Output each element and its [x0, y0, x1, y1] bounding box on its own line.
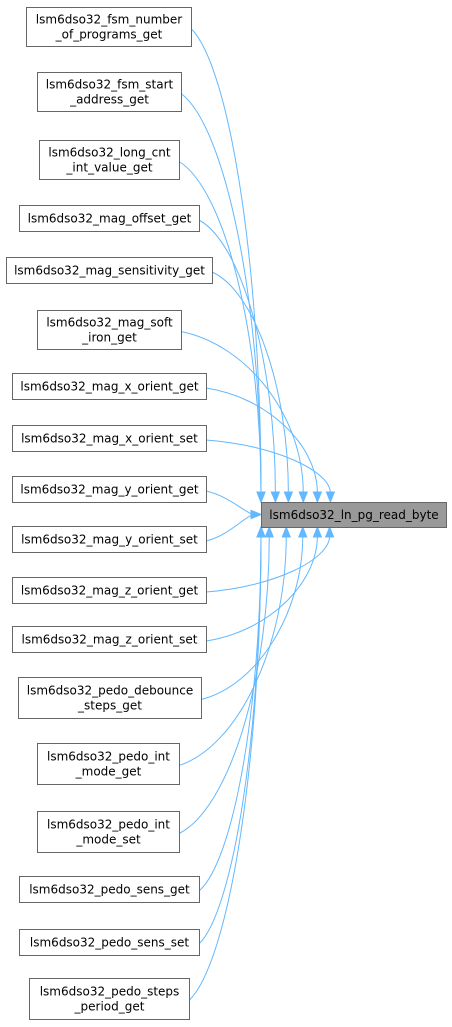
node-box	[261, 502, 447, 528]
node-box	[29, 978, 190, 1020]
node-label: _int_value_get	[65, 161, 152, 175]
node-box	[18, 677, 202, 719]
arrowhead	[283, 491, 294, 504]
arrowhead	[312, 491, 323, 504]
node-label: _mode_set	[75, 833, 141, 847]
node-box	[6, 257, 213, 284]
caller-node-mag-z-orient-set[interactable]: lsm6dso32_mag_z_orient_set	[12, 626, 207, 653]
caller-node-pedo-debounce-steps-get[interactable]: lsm6dso32_pedo_debounce_steps_get	[18, 677, 202, 719]
caller-node-pedo-int-mode-set[interactable]: lsm6dso32_pedo_int_mode_set	[37, 811, 180, 853]
node-label: lsm6dso32_mag_z_orient_get	[21, 584, 199, 598]
arrowhead	[250, 509, 263, 520]
arrowhead	[325, 491, 336, 504]
call-edge	[178, 535, 270, 834]
node-label: _address_get	[69, 93, 149, 107]
node-box	[19, 929, 200, 956]
node-label: lsm6dso32_mag_y_orient_set	[21, 533, 198, 547]
node-label: lsm6dso32_ln_pg_read_byte	[269, 508, 438, 522]
call-edge	[205, 535, 331, 593]
call-edge	[180, 331, 304, 494]
node-box	[19, 876, 200, 903]
caller-node-pedo-steps-period-get[interactable]: lsm6dso32_pedo_steps_period_get	[29, 978, 190, 1020]
node-box	[39, 140, 180, 180]
caller-node-mag-y-orient-get[interactable]: lsm6dso32_mag_y_orient_get	[12, 476, 207, 503]
caller-node-mag-x-orient-get[interactable]: lsm6dso32_mag_x_orient_get	[12, 373, 207, 400]
caller-node-mag-sensitivity-get[interactable]: lsm6dso32_mag_sensitivity_get	[6, 257, 213, 284]
caller-node-long-cnt-int-value-get[interactable]: lsm6dso32_long_cnt_int_value_get	[39, 140, 180, 180]
arrowhead	[281, 525, 291, 538]
node-box	[12, 373, 207, 400]
node-label: _period_get	[74, 1000, 145, 1014]
node-box	[12, 526, 207, 553]
arrowhead	[324, 525, 335, 538]
node-label: lsm6dso32_pedo_steps	[40, 985, 180, 999]
caller-node-pedo-sens-set[interactable]: lsm6dso32_pedo_sens_set	[19, 929, 200, 956]
caller-node-pedo-sens-get[interactable]: lsm6dso32_pedo_sens_get	[19, 876, 200, 903]
call-edge	[200, 535, 304, 700]
arrowhead	[270, 491, 281, 504]
call-edge	[190, 28, 262, 494]
arrowhead	[256, 491, 266, 504]
call-edge	[198, 219, 276, 494]
arrowhead	[264, 525, 274, 538]
node-label: lsm6dso32_mag_x_orient_set	[21, 432, 198, 446]
node-label: _iron_get	[81, 331, 137, 345]
node-label: _steps_get	[77, 699, 142, 713]
node-box	[12, 425, 207, 452]
node-box	[19, 205, 200, 232]
call-edge	[205, 514, 254, 542]
caller-node-fsm-number-of-programs-get[interactable]: lsm6dso32_fsm_number_of_programs_get	[26, 7, 192, 47]
call-edge	[205, 490, 254, 515]
caller-node-mag-soft-iron-get[interactable]: lsm6dso32_mag_soft_iron_get	[37, 310, 182, 350]
node-label: _mode_get	[75, 765, 142, 779]
node-label: lsm6dso32_pedo_sens_set	[30, 936, 189, 950]
node-label: lsm6dso32_mag_y_orient_get	[20, 483, 198, 497]
call-edge	[180, 93, 262, 494]
arrowhead	[256, 525, 266, 538]
node-box	[26, 7, 192, 47]
node-box	[12, 577, 207, 604]
call-edge	[205, 535, 318, 642]
caller-node-mag-x-orient-set[interactable]: lsm6dso32_mag_x_orient_set	[12, 425, 207, 452]
call-edge	[211, 271, 289, 494]
caller-node-mag-y-orient-set[interactable]: lsm6dso32_mag_y_orient_set	[12, 526, 207, 553]
node-box	[37, 310, 182, 350]
node-label: lsm6dso32_pedo_int	[47, 750, 170, 764]
edge-layer	[178, 28, 336, 1001]
caller-node-pedo-int-mode-get[interactable]: lsm6dso32_pedo_int_mode_get	[37, 743, 180, 785]
node-label: lsm6dso32_mag_sensitivity_get	[14, 264, 205, 278]
target-node[interactable]: lsm6dso32_ln_pg_read_byte	[261, 502, 447, 528]
node-label: lsm6dso32_pedo_debounce	[27, 684, 194, 698]
node-label: lsm6dso32_mag_z_orient_set	[22, 633, 198, 647]
node-label: lsm6dso32_pedo_int	[47, 818, 170, 832]
node-box	[12, 626, 207, 653]
node-label: lsm6dso32_mag_x_orient_get	[20, 380, 198, 394]
caller-node-mag-z-orient-get[interactable]: lsm6dso32_mag_z_orient_get	[12, 577, 207, 604]
node-label: lsm6dso32_mag_offset_get	[28, 212, 192, 226]
node-label: lsm6dso32_pedo_sens_get	[29, 883, 190, 897]
caller-node-fsm-start-address-get[interactable]: lsm6dso32_fsm_start_address_get	[37, 72, 182, 112]
caller-node-mag-offset-get[interactable]: lsm6dso32_mag_offset_get	[19, 205, 200, 232]
node-label: lsm6dso32_mag_soft	[46, 316, 173, 330]
call-edge	[188, 535, 262, 1001]
arrowhead	[298, 525, 308, 538]
node-box	[37, 743, 180, 785]
node-label: lsm6dso32_fsm_number	[36, 13, 182, 27]
node-box	[12, 476, 207, 503]
node-layer: lsm6dso32_fsm_number_of_programs_getlsm6…	[6, 7, 447, 1020]
node-label: _of_programs_get	[55, 28, 163, 42]
node-box	[37, 72, 182, 112]
arrowhead	[312, 525, 323, 538]
call-edge	[205, 439, 331, 494]
arrowhead	[298, 491, 308, 504]
node-label: lsm6dso32_fsm_start	[46, 78, 174, 92]
call-edge	[178, 161, 262, 494]
node-box	[37, 811, 180, 853]
node-label: lsm6dso32_long_cnt	[48, 146, 170, 160]
call-edge	[205, 387, 318, 494]
